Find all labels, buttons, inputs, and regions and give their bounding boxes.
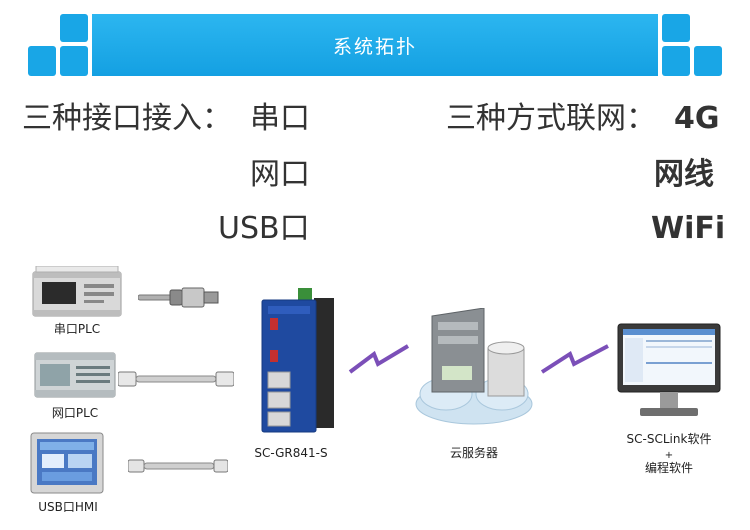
cloud-server-icon [415,308,533,425]
pc-label-line3: 编程软件 [644,461,693,475]
serial-plc-icon [32,266,122,317]
header-banner: 系统拓扑 [92,14,658,76]
banner-square-left-outer [28,46,56,76]
interface-ethernet: 网口 [250,157,310,192]
banner-square-left-mid [60,46,88,76]
banner-square-right-top [662,14,690,42]
banner-square-right-mid [662,46,690,76]
ethernet-plc-label: 网口PLC [51,406,99,420]
banner-square-left-top [60,14,88,42]
wireless-signal-left-icon [348,344,410,374]
page-title: 系统拓扑 [332,35,417,58]
usb-cable-icon [128,459,228,473]
usb-hmi-icon [30,432,104,494]
serial-cable-icon [138,287,219,308]
interface-serial: 串口 [250,101,310,136]
interfaces-heading: 三种接口接入： [22,101,232,136]
pc-label-line2: + [664,450,674,461]
cloud-server-label: 云服务器 [449,446,498,460]
pc-monitor-icon [617,323,721,416]
gateway-label: SC-GR841-S [254,446,328,460]
network-wifi: WiFi [651,211,726,246]
banner-square-right-outer [694,46,722,76]
ethernet-cable-icon [118,371,234,387]
serial-plc-label: 串口PLC [53,322,101,336]
pc-label-line1: SC-SCLink软件 [626,432,712,446]
usb-hmi-label: USB口HMI [38,500,98,514]
gateway-device-icon [261,288,334,433]
interface-usb: USB口 [218,211,310,246]
networking-heading: 三种方式联网： [446,101,656,136]
network-4g: 4G [674,101,720,136]
wireless-signal-right-icon [540,344,609,374]
network-cable: 网线 [654,157,714,192]
ethernet-plc-icon [34,352,116,398]
